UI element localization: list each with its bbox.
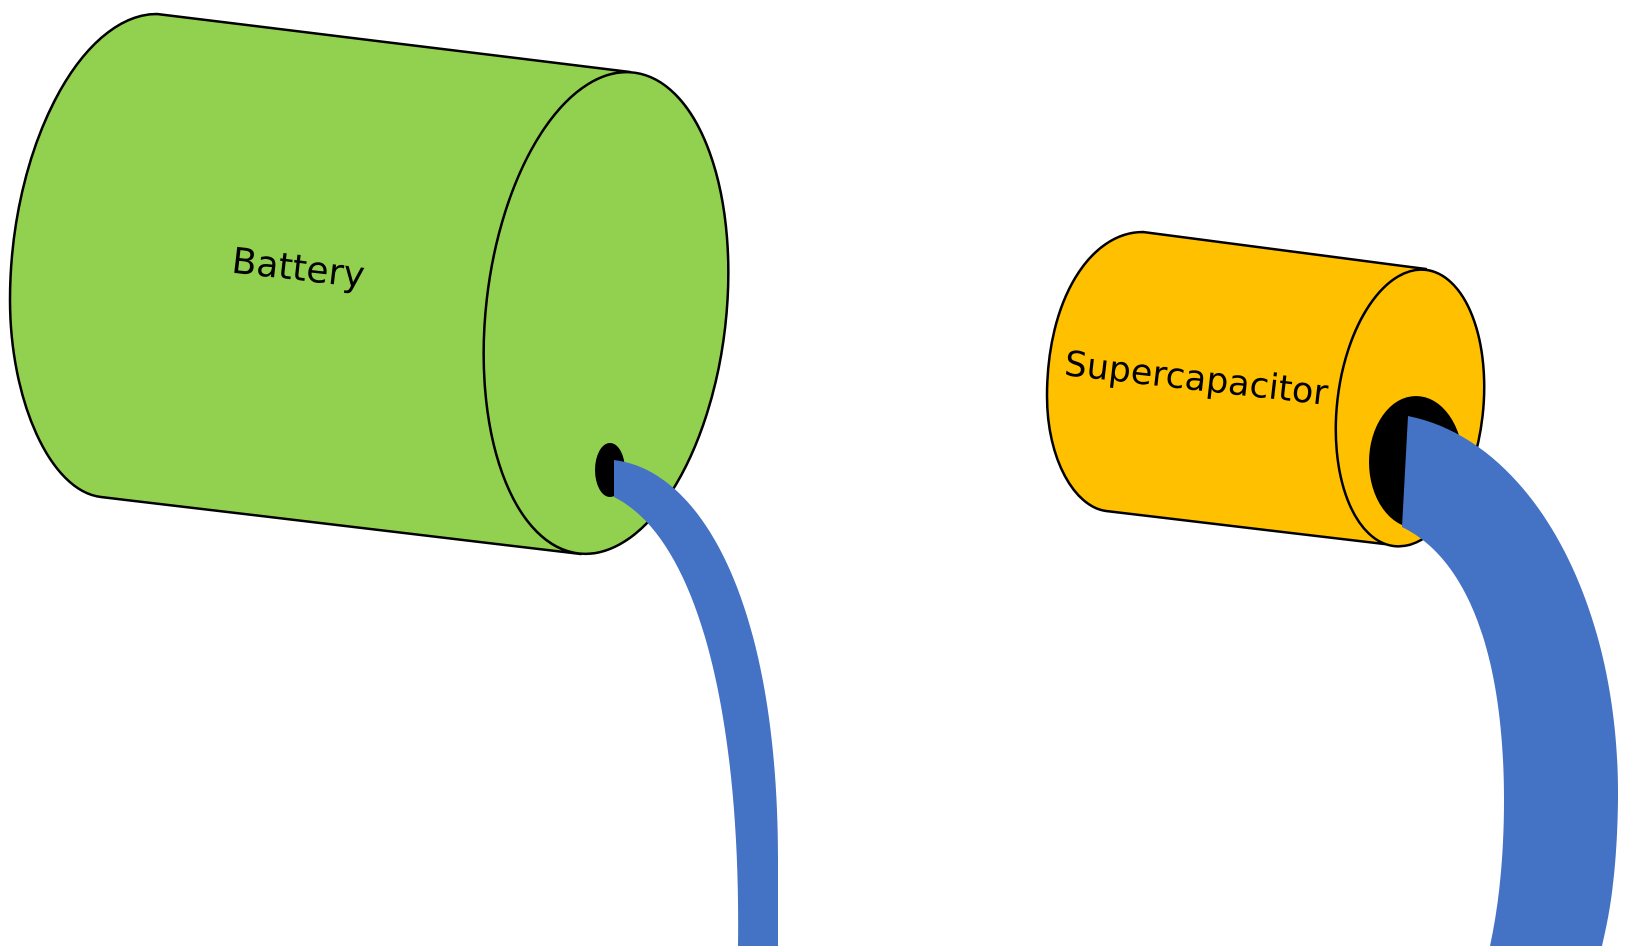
battery-end-face: [482, 70, 730, 556]
battery-outflow-stream: [614, 460, 778, 946]
supercapacitor-outflow-stream: [1402, 416, 1619, 946]
battery-body: [8, 12, 632, 556]
battery-cylinder: Battery: [8, 12, 730, 556]
supercapacitor-body: [1045, 230, 1428, 548]
